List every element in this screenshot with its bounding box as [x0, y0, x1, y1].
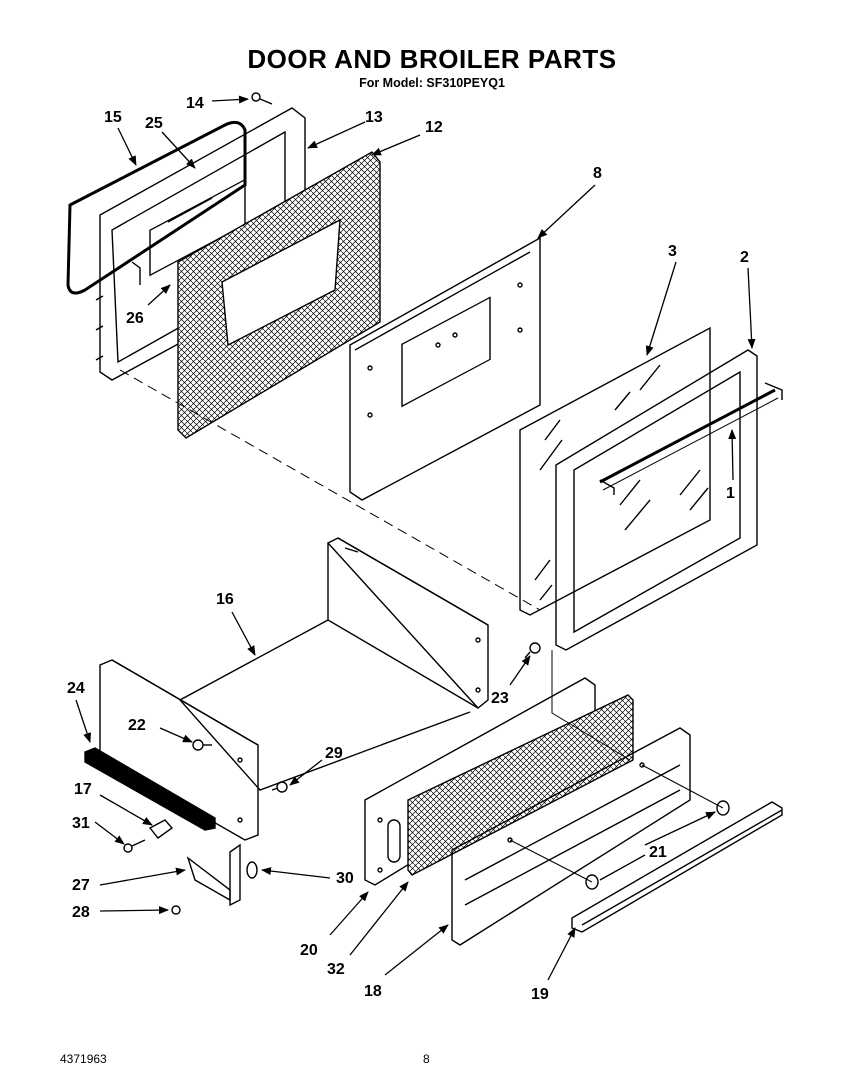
leader-1 — [728, 429, 737, 481]
leader-27 — [99, 867, 186, 886]
screw-part-29 — [271, 781, 288, 793]
screw-part-23 — [524, 642, 541, 659]
screw-part-22 — [192, 739, 212, 751]
drawer-trim-strip-part — [571, 801, 783, 933]
leader-19 — [547, 927, 576, 981]
callout-2: 2 — [740, 249, 749, 266]
door-handle-part — [599, 382, 783, 495]
assembly-guide-lines — [509, 650, 724, 883]
callout-19: 19 — [531, 986, 549, 1003]
assembly-dashed-line — [119, 369, 541, 611]
leader-16 — [231, 611, 256, 656]
callout-1: 1 — [726, 485, 735, 502]
outer-door-frame-part — [555, 349, 758, 651]
nut-part-28 — [171, 905, 181, 915]
leader-30 — [261, 867, 331, 879]
leader-21 — [599, 812, 715, 881]
leader-29 — [289, 759, 323, 786]
trim-strip-part — [84, 747, 216, 831]
callout-32: 32 — [327, 961, 345, 978]
page-title: DOOR AND BROILER PARTS — [247, 44, 617, 74]
door-glass-part — [519, 326, 711, 616]
callout-23: 23 — [491, 690, 509, 707]
callout-21: 21 — [649, 844, 667, 861]
drawer-front-panel-part — [451, 727, 691, 946]
broiler-drawer-part — [178, 537, 489, 791]
screw-part-31 — [123, 839, 146, 853]
callout-12: 12 — [425, 119, 443, 136]
callout-30: 30 — [336, 870, 354, 887]
page-number: 8 — [423, 1052, 430, 1066]
leader-17 — [99, 794, 153, 826]
leader-20 — [329, 891, 369, 936]
leader-24 — [75, 699, 91, 743]
leader-25 — [161, 131, 196, 169]
model-subtitle: For Model: SF310PEYQ1 — [359, 76, 505, 90]
callout-8: 8 — [593, 165, 602, 182]
leader-31 — [94, 821, 125, 845]
callout-26: 26 — [126, 310, 144, 327]
leader-32 — [349, 881, 409, 956]
leader-22 — [159, 727, 193, 743]
callout-24: 24 — [67, 680, 85, 697]
inner-door-panel-part — [349, 236, 541, 501]
callout-25: 25 — [145, 115, 163, 132]
callout-28: 28 — [72, 904, 90, 921]
leader-13 — [307, 121, 366, 149]
leader-12 — [371, 134, 421, 156]
bracket-part-17 — [148, 819, 174, 839]
callout-16: 16 — [216, 591, 234, 608]
screw-part-14 — [251, 92, 273, 105]
document-number: 4371963 — [60, 1052, 107, 1066]
leader-23 — [509, 655, 531, 686]
door-insulation-part — [177, 151, 381, 439]
callout-17: 17 — [74, 781, 92, 798]
callout-29: 29 — [325, 745, 343, 762]
leader-18 — [384, 924, 449, 976]
callout-31: 31 — [72, 815, 90, 832]
callout-20: 20 — [300, 942, 318, 959]
callout-27: 27 — [72, 877, 90, 894]
clip-part-30 — [246, 861, 258, 879]
leader-14 — [211, 95, 249, 104]
drawer-insulation-part — [407, 694, 634, 876]
leader-2 — [747, 267, 756, 349]
leader-28 — [99, 906, 169, 915]
callout-22: 22 — [128, 717, 146, 734]
callout-15: 15 — [104, 109, 122, 126]
leader-8 — [537, 184, 596, 239]
callout-18: 18 — [364, 983, 382, 1000]
callout-14: 14 — [186, 95, 204, 112]
leader-26 — [147, 284, 171, 306]
callout-3: 3 — [668, 243, 677, 260]
leader-15 — [117, 127, 137, 166]
callout-13: 13 — [365, 109, 383, 126]
hinge-bracket-part — [186, 843, 241, 907]
leader-3 — [645, 261, 677, 356]
